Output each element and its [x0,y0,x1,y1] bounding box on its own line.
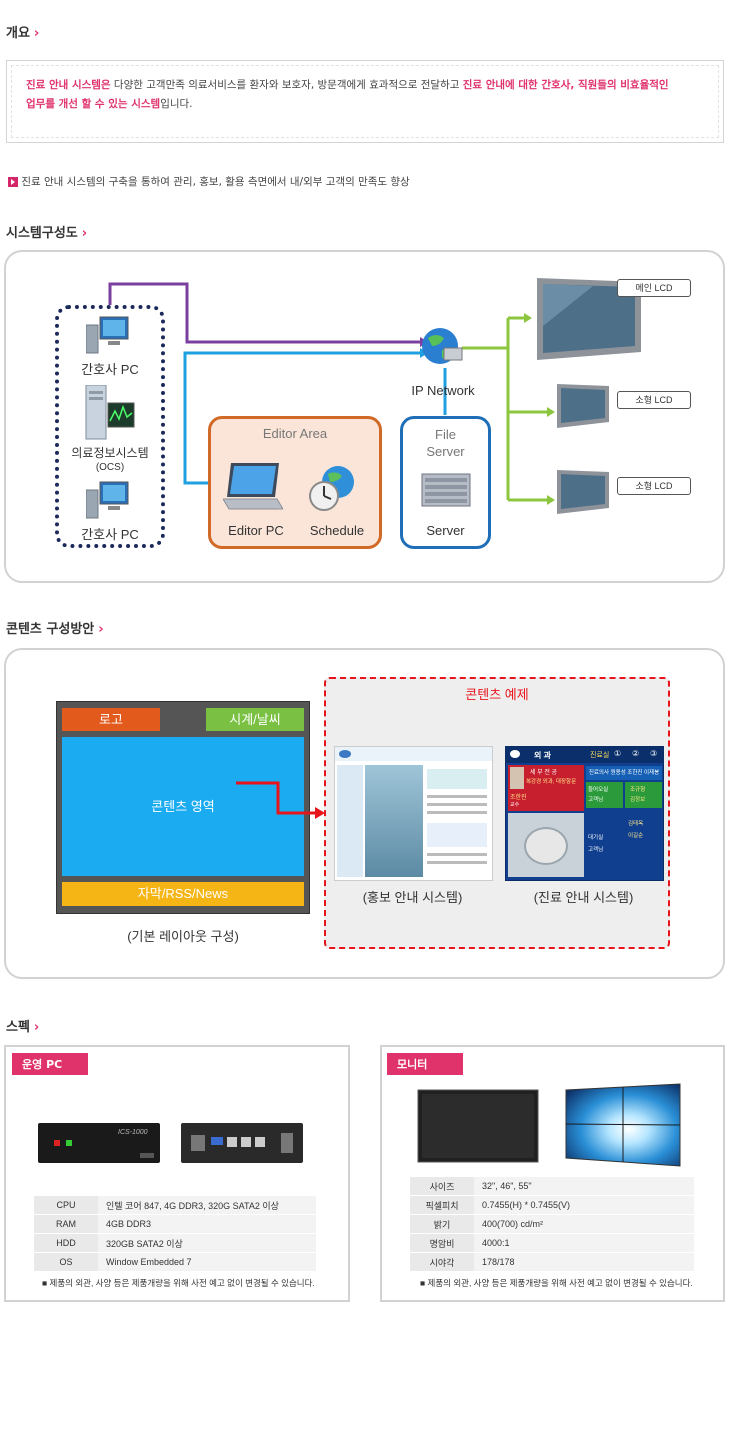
schedule-label: Schedule [309,523,365,538]
pc-spec-note: ■ 제품의 외관, 사양 등은 제품개량을 위해 사전 예고 없이 변경될 수 … [42,1278,315,1288]
small-lcd-monitor-icon [557,384,609,428]
small-lcd-monitor-icon [557,470,609,514]
lan-port-icon [255,1137,265,1147]
nurse-photo [365,765,423,877]
monitor-spec-tag: 모니터 [387,1053,463,1075]
main-lcd-label: 메인 LCD [617,279,691,297]
layout-caption: (기본 레이아웃 구성) [127,929,239,944]
power-led-icon [54,1140,60,1146]
ocs-server-icon [85,385,135,440]
nurse-pc-label: 간호사 PC [81,527,139,542]
bullet-arrow-icon [8,177,18,187]
pc-spec-tag: 운영 PC [12,1053,88,1075]
vga-port-icon [211,1137,223,1145]
chevron-right-icon: › [33,1020,40,1035]
system-diagram-lines [108,282,555,505]
content-area-region: 콘텐츠 영역 [62,737,304,876]
red-arrow [236,781,325,819]
arrow-head [547,407,555,417]
network-globe-icon [422,328,463,364]
nurse-pc-label: 간호사 PC [81,362,139,377]
chevron-right-icon: › [33,26,40,41]
desktop-pc-icon [86,316,129,354]
server-label: Server [426,523,465,538]
desktop-pc-icon [86,481,129,519]
arrow-head [547,495,555,505]
ticker-region: 자막/RSS/News [62,882,304,906]
client-group-box [55,305,165,548]
laptop-icon [223,463,283,510]
ocs-label: 의료정보시스템 [71,446,149,460]
clinic-system-screenshot: 외 과 진료실 ① ② ③ 세 부 전 공 복강경 외과, 대장항문 조한진 교… [505,746,664,881]
editor-area-label: Editor Area [262,426,328,441]
usb-port-icon [227,1137,237,1147]
server-rack-icon [421,473,471,507]
overview-note: 진료 안내 시스템의 구축을 통하여 관리, 홍보, 활용 측면에서 내/외부 … [8,174,410,189]
logo-region: 로고 [62,708,160,731]
arrow-head [524,313,532,323]
clock-weather-region: 시계/날씨 [206,708,304,731]
contents-title: 콘텐츠 구성방안› [6,622,104,637]
system-title: 시스템구성도› [6,226,88,241]
main-lcd-monitor-icon [537,278,641,360]
link-line-cyan [183,351,420,485]
usb-port-icon [241,1137,251,1147]
spec-title: 스펙› [6,1020,40,1035]
editor-pc-label: Editor PC [228,523,284,538]
overview-title: 개요› [6,26,40,41]
overview-text: 진료 안내 시스템은 다양한 고객만족 의료서비스를 환자와 보호자, 방문객에… [11,65,719,138]
overview-box: 진료 안내 시스템은 다양한 고객만족 의료서비스를 환자와 보호자, 방문객에… [6,60,724,143]
small-lcd-label: 소형 LCD [617,477,691,495]
content-example-title: 콘텐츠 예제 [465,687,529,702]
chevron-right-icon: › [81,226,88,241]
doctor-photo [510,767,524,789]
monitor-spec-note: ■ 제품의 외관, 사양 등은 제품개량을 위해 사전 예고 없이 변경될 수 … [420,1278,693,1288]
video-wall-product-image [565,1083,681,1167]
small-lcd-label: 소형 LCD [617,391,691,409]
hospital-logo-icon [510,750,520,758]
pc-front-image: ICS-1000 [38,1123,160,1163]
file-server-label: File Server [426,427,465,459]
ip-network-label: IP Network [411,383,475,398]
clinic-video-frame [508,813,584,877]
pr-caption: (홍보 안내 시스템) [362,890,463,905]
schedule-clock-icon [309,466,354,511]
ocs-sublabel: (OCS) [95,462,125,473]
hospital-logo-icon [339,750,351,758]
pc-rear-image [181,1123,303,1163]
clinic-caption: (진료 안내 시스템) [533,890,634,905]
pr-system-screenshot [334,746,493,881]
monitor-product-image [417,1089,539,1163]
link-line-purple [108,282,420,344]
status-led-icon [66,1140,72,1146]
chevron-right-icon: › [98,622,104,637]
